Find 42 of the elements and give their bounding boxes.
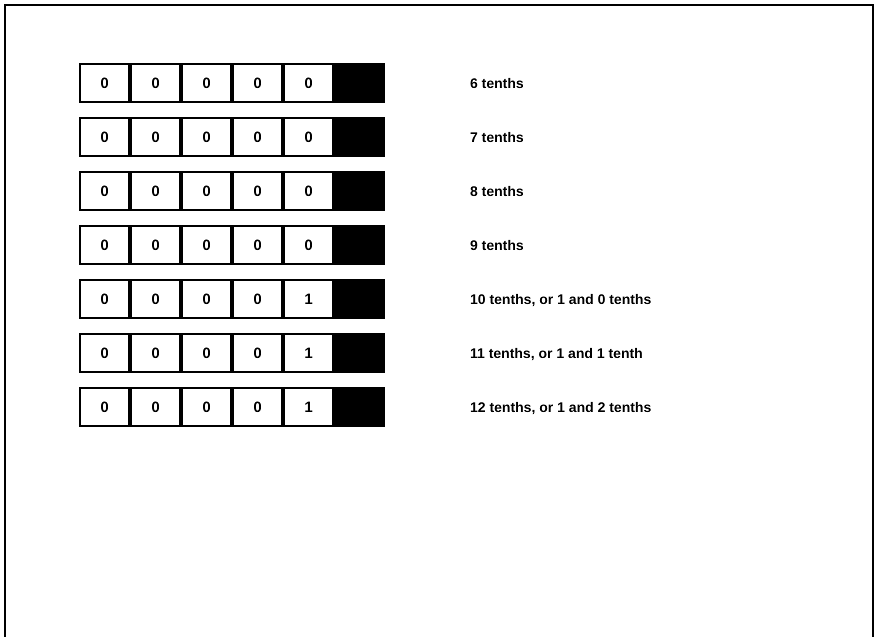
counter-digit: 0 bbox=[181, 117, 232, 157]
counter-digit: 1 bbox=[283, 333, 334, 373]
counter-digit: 0 bbox=[232, 171, 283, 211]
counter-digit: 0 bbox=[283, 117, 334, 157]
counter-digit: 0 bbox=[181, 333, 232, 373]
counter-digit: 0 bbox=[79, 117, 130, 157]
counter-digit: 0 bbox=[232, 279, 283, 319]
counter-digit: 0 bbox=[130, 225, 181, 265]
counter-digit: 0 bbox=[181, 225, 232, 265]
count-description: 12 tenths, or 1 and 2 tenths bbox=[470, 398, 652, 417]
counter-digit: 0 bbox=[283, 225, 334, 265]
counter-digit: 0 bbox=[232, 63, 283, 103]
counter-digit: 0 bbox=[79, 63, 130, 103]
counter-digit: 0 bbox=[283, 171, 334, 211]
counter-digit: 0 bbox=[79, 279, 130, 319]
counter-digit: 0 bbox=[79, 387, 130, 427]
count-description: 7 tenths bbox=[470, 128, 524, 147]
counter-digit: 0 bbox=[181, 387, 232, 427]
counter-digit: 0 bbox=[232, 117, 283, 157]
counter-digit: 0 bbox=[130, 63, 181, 103]
counter-digit: 0 bbox=[79, 171, 130, 211]
count-description: 6 tenths bbox=[470, 74, 524, 93]
counter-digit: 0 bbox=[232, 225, 283, 265]
counter-digit: 0 bbox=[181, 279, 232, 319]
counter-digit: 1 bbox=[283, 387, 334, 427]
counter-digit: 0 bbox=[130, 279, 181, 319]
count-description: 10 tenths, or 1 and 0 tenths bbox=[470, 290, 652, 309]
counter-digit: 0 bbox=[181, 63, 232, 103]
counter-digit: 1 bbox=[283, 279, 334, 319]
count-description: 8 tenths bbox=[470, 182, 524, 201]
counter-digit: 0 bbox=[283, 63, 334, 103]
count-description: 11 tenths, or 1 and 1 tenth bbox=[470, 344, 643, 363]
counter-digit: 0 bbox=[130, 171, 181, 211]
count-description: 9 tenths bbox=[470, 236, 524, 255]
counter-digit: 0 bbox=[130, 387, 181, 427]
counter-digit: 0 bbox=[181, 171, 232, 211]
counter-digit: 0 bbox=[130, 333, 181, 373]
counter-digit: 0 bbox=[79, 333, 130, 373]
counter-digit: 0 bbox=[232, 333, 283, 373]
counter-digit: 0 bbox=[232, 387, 283, 427]
counter-digit: 0 bbox=[130, 117, 181, 157]
counter-digit: 0 bbox=[79, 225, 130, 265]
